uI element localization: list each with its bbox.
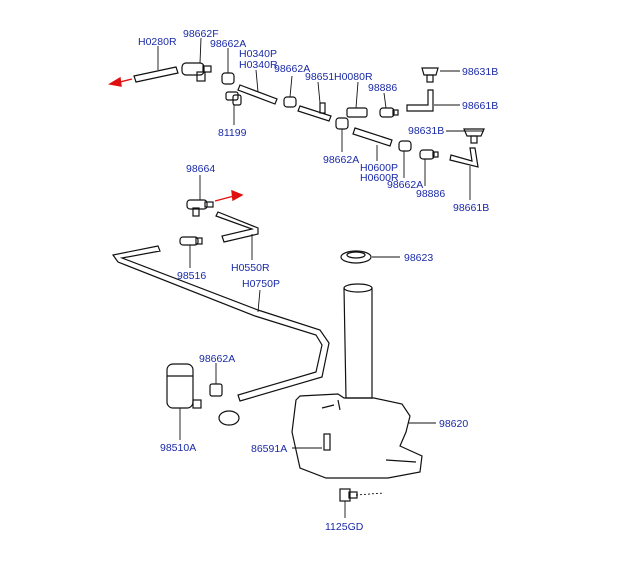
cap-98662a-2[interactable] — [283, 96, 297, 108]
cap-98662a-4[interactable] — [398, 140, 412, 152]
label-81199: 81199 — [218, 127, 247, 139]
label-86591a: 86591A — [251, 443, 287, 455]
hose-h0080r[interactable] — [346, 107, 368, 118]
label-98662f: 98662F — [183, 28, 219, 40]
label-98662a-3: 98662A — [323, 154, 359, 166]
level-sensor-86591a[interactable] — [323, 433, 331, 451]
label-98620: 98620 — [439, 418, 468, 430]
cap-98662a-3[interactable] — [335, 117, 349, 130]
hose-98661b-2[interactable] — [449, 147, 479, 168]
cap-98662a-1[interactable] — [221, 72, 235, 85]
label-h0750p: H0750P — [242, 278, 280, 290]
label-h0600r: H0600R — [360, 172, 399, 184]
nozzle-98631b-1[interactable] — [421, 67, 439, 83]
label-h0340r: H0340R — [239, 59, 278, 71]
label-98661b-2: 98661B — [453, 202, 489, 214]
arrow-right-mid — [214, 189, 244, 202]
label-h0340p: H0340P — [239, 48, 277, 60]
tee-98516[interactable] — [179, 236, 203, 246]
label-98662a-1: 98662A — [210, 38, 246, 50]
grommet-98662a-6[interactable] — [218, 410, 240, 426]
check-valve-98886-1[interactable] — [379, 107, 399, 118]
connector-98664[interactable] — [186, 199, 214, 217]
tee-98651[interactable] — [297, 102, 332, 122]
label-98662a-5: 98662A — [199, 353, 235, 365]
hose-h0600p[interactable] — [352, 127, 393, 147]
nozzle-98631b-2[interactable] — [463, 128, 485, 144]
label-98886-1: 98886 — [368, 82, 397, 94]
label-98510a: 98510A — [160, 442, 196, 454]
leader-lines — [157, 37, 484, 518]
pump-98510a[interactable] — [166, 363, 202, 409]
label-98661b-1: 98661B — [462, 100, 498, 112]
arrow-left-top — [108, 76, 133, 87]
bolt-1125gd[interactable] — [339, 488, 358, 502]
hose-h0340p[interactable] — [237, 84, 278, 105]
cap-98623[interactable] — [340, 250, 372, 264]
hose-h0750p[interactable] — [111, 245, 330, 402]
label-98631b-2: 98631B — [408, 125, 444, 137]
label-h0080r: H0080R — [334, 71, 373, 83]
hose-h0280r[interactable] — [133, 66, 179, 83]
label-98662a-2: 98662A — [274, 63, 310, 75]
grommet-98662a-5[interactable] — [209, 383, 223, 397]
reservoir-98620[interactable] — [291, 283, 423, 479]
hose-98661b-1[interactable] — [406, 89, 434, 112]
label-98631b-1: 98631B — [462, 66, 498, 78]
label-h0280r: H0280R — [138, 36, 177, 48]
label-98651: 98651 — [305, 71, 334, 83]
label-1125gd: 1125GD — [325, 521, 364, 533]
label-98662a-4: 98662A — [387, 179, 423, 191]
tee-81199[interactable] — [225, 91, 242, 106]
label-98516: 98516 — [177, 270, 206, 282]
label-98886-2: 98886 — [416, 188, 445, 200]
label-h0550r: H0550R — [231, 262, 270, 274]
check-valve-98886-2[interactable] — [419, 149, 439, 160]
label-h0600p: H0600P — [360, 162, 398, 174]
connector-98662f[interactable] — [181, 62, 212, 82]
label-98664: 98664 — [186, 163, 215, 175]
label-98623: 98623 — [404, 252, 433, 264]
hose-h0550r[interactable] — [215, 211, 259, 243]
